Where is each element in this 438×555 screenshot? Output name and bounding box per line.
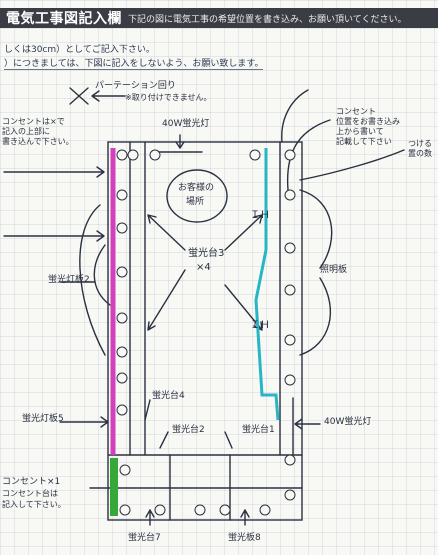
fixture-1-label: 蛍光台1 [242,425,275,435]
bottom-note-3: 記入して下さい。 [2,500,66,509]
outlet-right-note-3: 上から書いて [336,127,384,136]
right-corner-note-1: つける [408,139,432,148]
fixture-2-label: 蛍光台2 [172,425,205,435]
outlet-right-note-1: コンセント [336,107,376,116]
center-fixture-label-1: 蛍光台3 [188,248,225,259]
light-top-label: 40W蛍光灯 [162,119,210,129]
bottom-note-1: コンセント×1 [2,477,61,487]
x-mark [69,87,89,105]
booth-label-1: ＩＨ [250,210,270,221]
outlet-markers [116,149,296,516]
cyan-wall [254,148,280,421]
header-title: 電気工事図記入欄 [6,11,122,27]
partition-arrow [91,90,126,102]
partition-note-2: ※取り付けできません。 [125,93,212,102]
partition-note: パーテーション回り [95,81,176,91]
desk-place-label-1: お客様の [178,183,215,193]
right-fixture-label: 照明板 [320,265,348,275]
bottom-fixture-8-label: 蛍光板8 [228,533,261,543]
outlet-left-note-2: 記入の上部に [2,127,50,136]
right-corner-note-2: 置の数 [408,149,432,158]
booth-outline [107,141,303,521]
fixture-4-label: 蛍光台4 [152,391,185,401]
light-bottom-label: 40W蛍光灯 [324,417,372,427]
green-block [110,458,118,516]
left-fixture-5-label: 蛍光灯板5 [22,414,64,424]
outlet-right-note-2: 位置をお書き込み [336,117,400,126]
instruction-line-2: ）につきましては、下図に記入をしないよう、お願い致します。 [4,56,264,70]
bottom-fixture-7-label: 蛍光台7 [128,533,161,543]
bottom-note-2: コンセント台は [2,489,58,498]
outlet-right-note-4: 記載して下さい [336,137,392,146]
desk-place-label-2: 場所 [186,197,205,207]
center-fixture-label-2: ×4 [196,262,211,273]
header-subtitle: 下記の図に電気工事の希望位置を書き込み、お願い頂いてください。 [128,14,407,25]
instruction-line-1: しくは30cm）としてご記入下さい。 [4,45,155,55]
header-bar: 電気工事図記入欄 下記の図に電気工事の希望位置を書き込み、お願い頂いてください。 [0,8,438,28]
booth-label-2: ＩＨ [250,320,270,331]
left-fixture-label: 蛍光灯板2 [48,275,90,285]
outlet-left-note-3: 書き込んで下さい。 [2,137,74,146]
outlet-left-note-1: コンセントは×で [2,117,65,126]
